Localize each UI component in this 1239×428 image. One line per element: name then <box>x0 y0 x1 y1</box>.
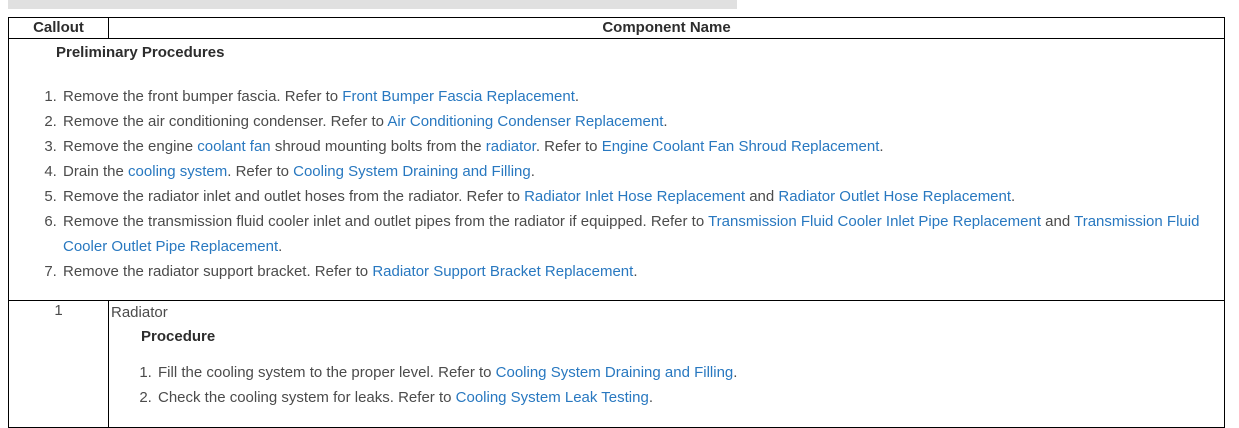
component-name: Radiator <box>111 304 168 321</box>
procedure-step: Drain the cooling system. Refer to Cooli… <box>61 159 1220 184</box>
step-text: . <box>648 389 653 406</box>
step-text: . <box>733 364 738 381</box>
step-text: Drain the <box>63 163 129 180</box>
preliminary-procedures-title: Preliminary Procedures <box>56 44 225 61</box>
step-text: . <box>530 163 535 180</box>
step-text: . <box>1011 188 1016 205</box>
procedure-step: Check the cooling system for leaks. Refe… <box>156 385 1220 410</box>
procedure-step: Remove the front bumper fascia. Refer to… <box>61 84 1220 109</box>
table-header-row: Callout Component Name <box>8 17 1225 39</box>
procedure-link[interactable]: Cooling System Draining and Filling <box>495 364 734 381</box>
step-text: . <box>574 88 580 105</box>
step-text: Fill the cooling system to the proper le… <box>158 364 496 381</box>
procedure-step: Remove the air conditioning condenser. R… <box>61 109 1220 134</box>
step-text: . Refer to <box>535 138 602 155</box>
component-name-column-header: Component Name <box>108 17 1225 39</box>
procedure-link[interactable]: Engine Coolant Fan Shroud Replacement <box>601 138 880 155</box>
preliminary-procedures-row: Preliminary Procedures Remove the front … <box>8 38 1225 301</box>
step-text: shroud mounting bolts from the <box>270 138 486 155</box>
step-text: and <box>745 188 779 205</box>
procedure-link[interactable]: Transmission Fluid Cooler Outlet Pipe Re… <box>63 213 1200 255</box>
step-text: Check the cooling system for leaks. Refe… <box>158 389 456 406</box>
step-text: . <box>663 113 668 130</box>
procedure-step: Fill the cooling system to the proper le… <box>156 360 1220 385</box>
step-text: and <box>1041 213 1075 230</box>
procedure-link[interactable]: Front Bumper Fascia Replacement <box>342 88 575 105</box>
procedure-step: Remove the radiator inlet and outlet hos… <box>61 184 1220 209</box>
step-text: Remove the transmission fluid cooler inl… <box>63 213 709 230</box>
procedure-link[interactable]: Radiator Support Bracket Replacement <box>372 263 634 280</box>
component-callout-table: Callout Component Name Preliminary Proce… <box>8 17 1225 428</box>
preliminary-steps-list: Remove the front bumper fascia. Refer to… <box>9 84 1220 284</box>
procedure-link[interactable]: Cooling System Leak Testing <box>455 389 649 406</box>
procedure-link[interactable]: radiator <box>485 138 536 155</box>
step-text: Remove the air conditioning condenser. R… <box>63 113 388 130</box>
top-scrollbar-track[interactable] <box>8 0 737 9</box>
step-text: . <box>633 263 638 280</box>
procedure-link[interactable]: Transmission Fluid Cooler Inlet Pipe Rep… <box>708 213 1042 230</box>
step-text: Remove the front bumper fascia. Refer to <box>63 88 343 105</box>
step-text: Remove the radiator inlet and outlet hos… <box>63 188 525 205</box>
callout-steps-list: Fill the cooling system to the proper le… <box>111 360 1220 410</box>
step-text: . <box>879 138 884 155</box>
step-text: . Refer to <box>227 163 294 180</box>
procedure-link[interactable]: Air Conditioning Condenser Replacement <box>387 113 664 130</box>
procedure-step: Remove the transmission fluid cooler inl… <box>61 209 1220 259</box>
procedure-link[interactable]: coolant fan <box>197 138 271 155</box>
procedure-link[interactable]: Radiator Outlet Hose Replacement <box>778 188 1012 205</box>
step-text: Remove the engine <box>63 138 198 155</box>
callout-column-header: Callout <box>8 17 109 39</box>
procedure-link[interactable]: Cooling System Draining and Filling <box>293 163 531 180</box>
procedure-link[interactable]: cooling system <box>128 163 228 180</box>
procedure-link[interactable]: Radiator Inlet Hose Replacement <box>524 188 746 205</box>
procedure-step: Remove the radiator support bracket. Ref… <box>61 259 1220 284</box>
step-text: Remove the radiator support bracket. Ref… <box>63 263 373 280</box>
step-text: . <box>278 238 283 255</box>
callout-row: 1 Radiator Procedure Fill the cooling sy… <box>8 300 1225 428</box>
callout-number: 1 <box>8 300 109 428</box>
procedure-step: Remove the engine coolant fan shroud mou… <box>61 134 1220 159</box>
procedure-title: Procedure <box>141 328 216 345</box>
